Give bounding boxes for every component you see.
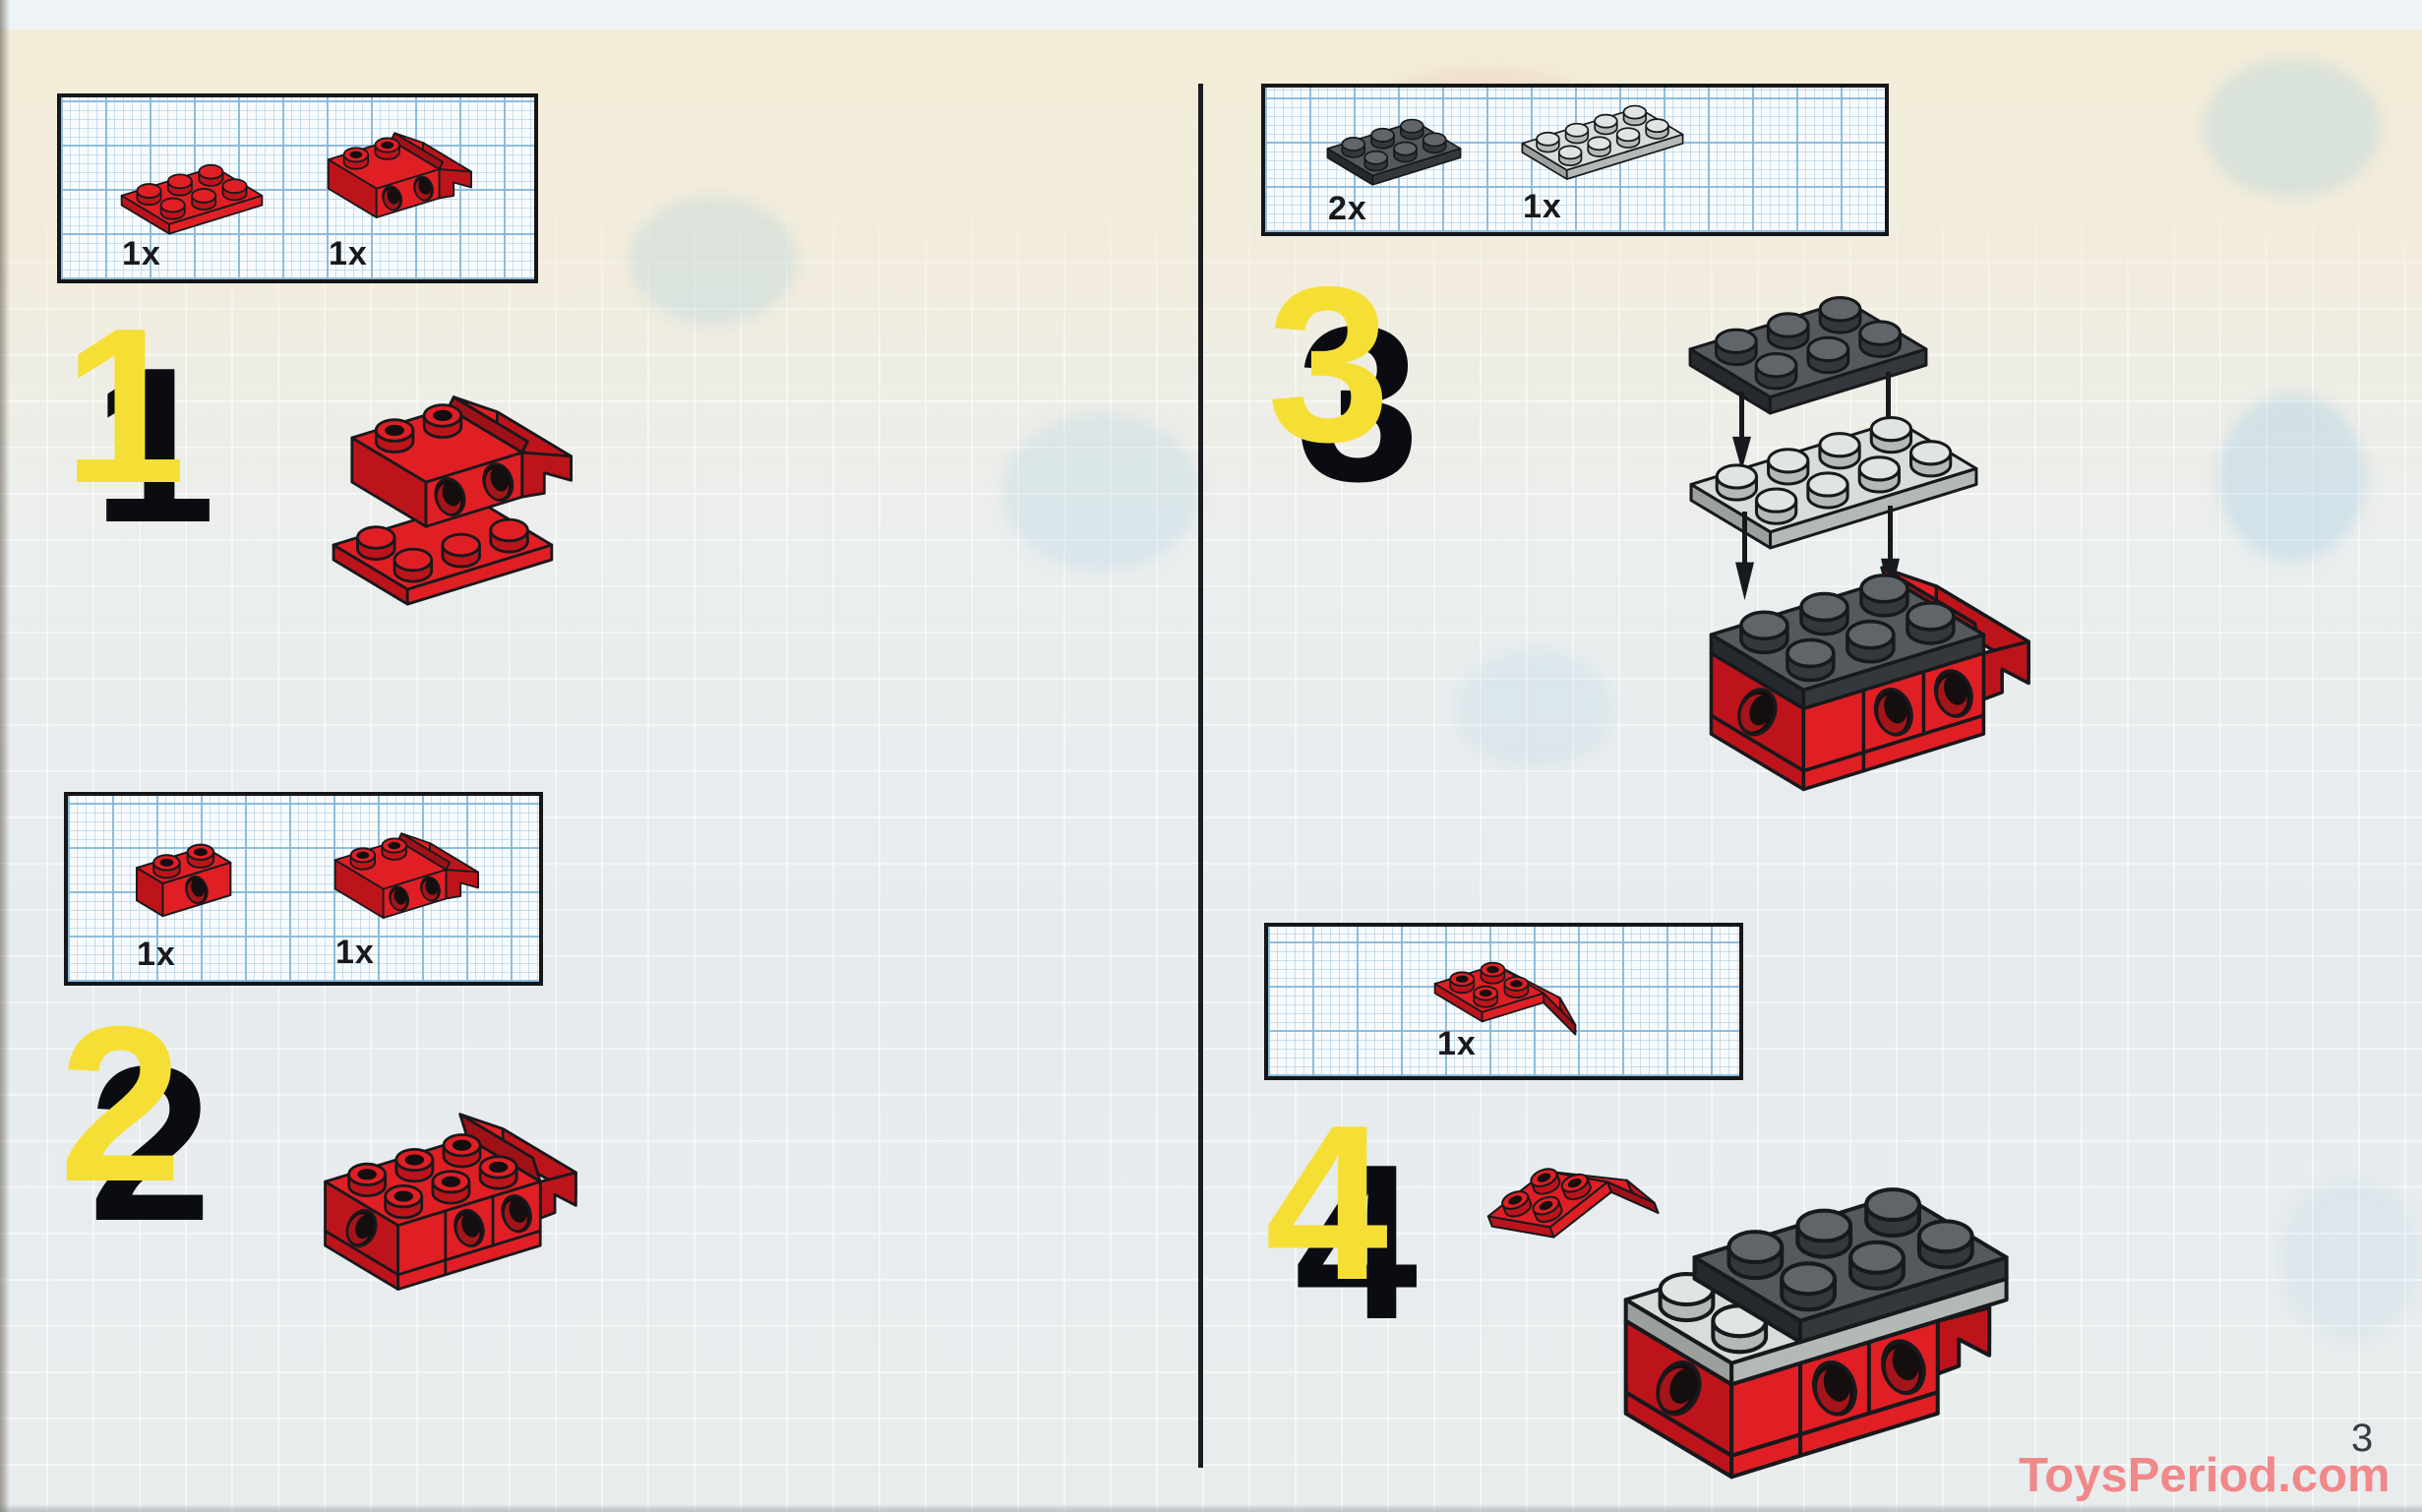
step1-number: 1 [63,281,187,529]
red-slope-holes-brick-image [325,121,474,221]
part-quantity-label: 1x [1437,1025,1477,1062]
step3-assembly-image [1688,547,2034,796]
step2-parts-box: 1x 1x [64,792,543,986]
step4-parts-box: 1x [1264,923,1743,1080]
step2-assembly-image [307,1098,580,1295]
print-bleed-ghost [630,197,797,325]
step1-parts-box: 1x 1x [57,93,538,283]
print-bleed-ghost [2204,59,2381,197]
print-bleed-ghost [1456,649,1613,767]
print-bleed-ghost [2218,393,2366,561]
part-quantity-label: 1x [335,934,375,971]
red-2x3-plate-image [118,162,266,237]
part-quantity-label: 2x [1328,190,1367,227]
part-quantity-label: 1x [137,936,176,973]
scan-left-edge [0,0,10,1512]
part-quantity-label: 1x [329,235,368,272]
red-slope-holes-brick-image [332,821,481,922]
step2-number: 2 [59,980,183,1228]
print-bleed-ghost [2282,1180,2420,1338]
part-quantity-label: 1x [1523,188,1562,225]
red-2x3-slope-brick-image [1431,948,1579,1038]
scan-bottom-edge [0,1504,2422,1512]
page-number: 3 [2351,1417,2374,1460]
assembly-arrow-icon [1731,512,1757,602]
print-bleed-ghost [1003,413,1200,571]
step3-dark-plate-image [1684,293,1932,419]
assembly-arrow-icon [1728,392,1754,472]
red-1x2-hole-brick-image [133,839,233,920]
watermark-text: ToysPeriod.com [2019,1449,2391,1502]
step3-parts-box: 2x 1x [1261,84,1889,236]
step4-assembly-image [1474,1133,2049,1512]
scan-top-edge [0,0,2422,30]
page-divider-line [1198,84,1203,1468]
dark-gray-2x3-plate-image [1324,117,1464,188]
step3-light-plate-image [1685,413,1982,554]
step3-number: 3 [1267,240,1391,488]
step1-assembly-image [319,392,579,610]
step4-number: 4 [1265,1078,1389,1326]
part-quantity-label: 1x [122,235,161,272]
light-gray-2x4-plate-image [1519,103,1686,182]
